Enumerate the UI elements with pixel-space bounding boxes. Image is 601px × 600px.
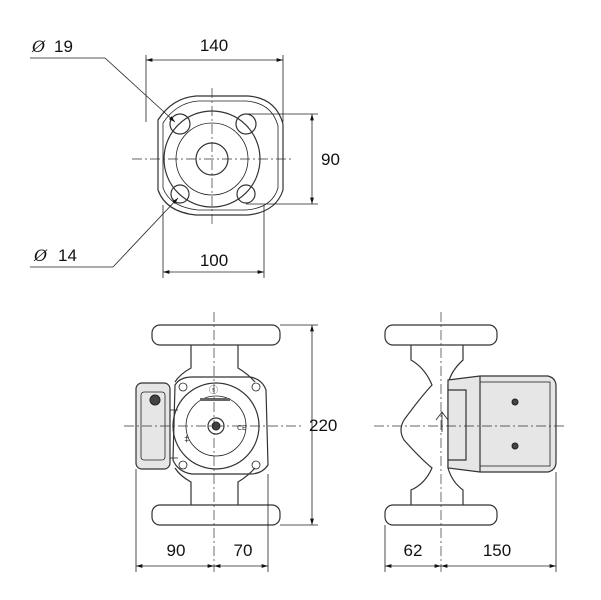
dia-19-leader: Ø 19 <box>30 37 176 123</box>
dia-14-leader: Ø 14 <box>30 197 179 268</box>
dia-14-value: 14 <box>58 246 77 265</box>
dia-14-symbol: Ø <box>33 246 48 265</box>
dim-front-right-label: 70 <box>234 541 253 560</box>
dim-height-label: 90 <box>321 150 340 169</box>
dim-width-140: 140 <box>145 36 284 122</box>
dim-width-label: 140 <box>200 36 228 55</box>
svg-text:ⓢ: ⓢ <box>209 385 218 396</box>
flange-top-view <box>132 88 292 226</box>
dia-19-symbol: Ø <box>31 37 46 56</box>
pump-front-view: ⓢ ‡ CE <box>124 312 302 572</box>
dim-side-right-label: 150 <box>483 541 511 560</box>
dim-bolt-100: 100 <box>162 205 265 278</box>
dim-height-220: 220 <box>280 324 337 526</box>
dia-19-value: 19 <box>54 37 73 56</box>
pump-side-view <box>374 312 565 572</box>
svg-text:‡: ‡ <box>184 435 189 445</box>
dim-front-bottom: 90 70 <box>135 469 269 572</box>
dim-height-90: 90 <box>246 113 340 205</box>
dim-side-bottom: 62 150 <box>384 472 557 572</box>
svg-text:CE: CE <box>237 424 246 432</box>
dim-height-220-label: 220 <box>309 416 337 435</box>
dim-bolt-label: 100 <box>200 251 228 270</box>
dim-front-left-label: 90 <box>167 541 186 560</box>
dim-side-left-label: 62 <box>404 541 423 560</box>
